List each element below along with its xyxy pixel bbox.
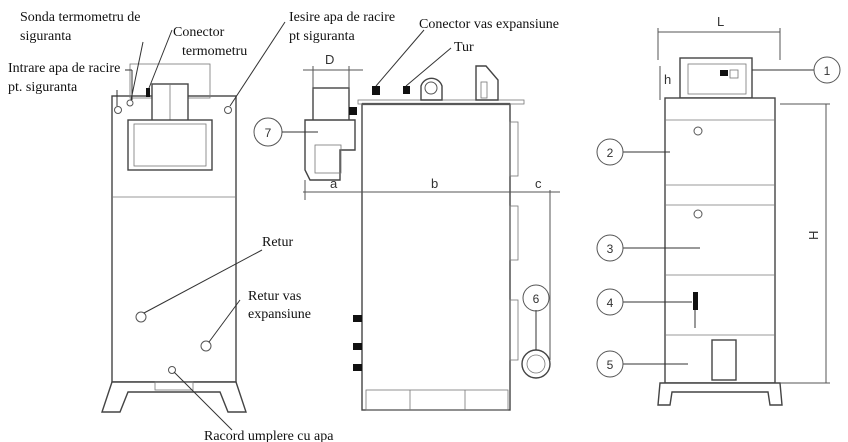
iesire-port xyxy=(224,106,232,114)
callout-1: 1 xyxy=(824,64,831,78)
rear-view xyxy=(101,21,286,431)
callout-3: 3 xyxy=(607,242,614,256)
retur-port xyxy=(135,311,147,323)
label-racord-umplere: Racord umplere cu apa xyxy=(204,429,334,442)
callout-5: 5 xyxy=(607,358,614,372)
label-sonda-termometru: Sonda termometru de xyxy=(20,10,141,25)
label-intrare-apa: Intrare apa de racire xyxy=(8,61,120,76)
label-retur-vas: Retur vas xyxy=(248,289,301,304)
callout-2: 2 xyxy=(607,146,614,160)
label-conector-termometru: Conector xyxy=(173,25,225,40)
callout-7: 7 xyxy=(265,126,272,140)
dimension-b: b xyxy=(431,176,438,191)
label-conector-vas-expansiune: Conector vas expansiune xyxy=(419,17,559,32)
dimension-c: c xyxy=(535,176,542,191)
conector-termometru-port xyxy=(146,88,150,97)
label-retur: Retur xyxy=(262,235,293,250)
label-retur-vas-2: expansiune xyxy=(248,307,311,322)
dimension-L: L xyxy=(717,14,724,29)
side-view xyxy=(303,29,560,411)
front-view xyxy=(623,28,830,406)
dimension-D: D xyxy=(325,52,334,67)
label-intrare-apa-2: pt. siguranta xyxy=(8,80,78,95)
intrare-port xyxy=(114,106,122,114)
dimension-h: h xyxy=(664,72,671,87)
label-iesire-apa-2: pt siguranta xyxy=(289,29,355,44)
callout-6: 6 xyxy=(533,292,540,306)
sonda-port xyxy=(126,99,134,107)
label-iesire-apa: Iesire apa de racire xyxy=(289,10,395,25)
callout-4: 4 xyxy=(607,296,614,310)
label-tur: Tur xyxy=(454,40,474,55)
racord-port xyxy=(168,366,176,374)
retur-vas-port xyxy=(200,340,212,352)
label-conector-termometru-2: termometru xyxy=(182,44,247,59)
dimension-a: a xyxy=(330,176,338,191)
dimension-H: H xyxy=(806,231,821,240)
label-sonda-termometru-2: siguranta xyxy=(20,29,72,44)
